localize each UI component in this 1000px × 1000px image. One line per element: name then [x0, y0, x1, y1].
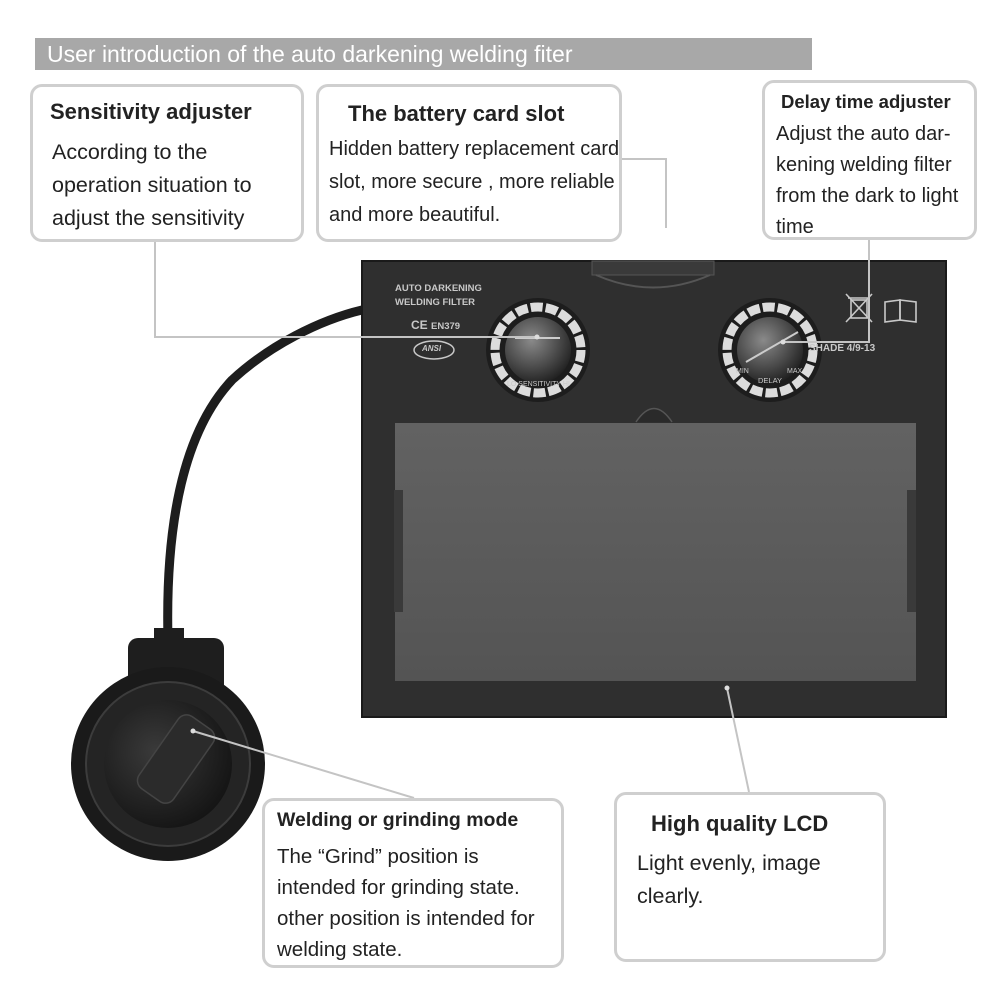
mode-leader	[192, 730, 415, 799]
lcd-leader	[726, 687, 750, 793]
ce-mark: CE	[411, 318, 428, 332]
ansi-label: ANSI	[422, 344, 442, 353]
battery-leader	[622, 158, 667, 228]
delay-knob	[718, 298, 822, 402]
filter-label-line1: AUTO DARKENING	[395, 283, 482, 294]
shade-label: SHADE 4/9-13	[809, 343, 876, 354]
delay-title: Delay time adjuster	[781, 91, 951, 112]
delay-callout: Delay time adjuster Adjust the auto dar-…	[762, 80, 977, 240]
sensitivity-title: Sensitivity adjuster	[50, 99, 252, 124]
header-bar: User introduction of the auto darkening …	[35, 38, 812, 70]
delay-max-label: MAX	[787, 368, 803, 375]
sensor-cable	[163, 305, 367, 645]
welding-mode-callout: Welding or grinding mode The “Grind” pos…	[262, 798, 564, 968]
delay-min-label: MIN	[736, 368, 749, 375]
filter-label-line2: WELDING FILTER	[395, 297, 476, 308]
leader-lines	[154, 158, 870, 799]
page-title: User introduction of the auto darkening …	[47, 41, 573, 67]
ansi-badge	[413, 340, 455, 360]
lcd-callout: High quality LCD Light evenly, image cle…	[614, 792, 886, 962]
lcd-screen	[395, 423, 916, 681]
delay-label: DELAY	[758, 376, 783, 385]
sensitivity-body: According to the operation situation to …	[52, 140, 252, 230]
manual-book-icon	[884, 299, 917, 323]
battery-body: Hidden battery replacement card slot, mo…	[329, 138, 620, 226]
welding-mode-body: The “Grind” position is intended for gri…	[277, 845, 535, 961]
cert-label: EN379	[431, 321, 461, 332]
mode-switch-sensor	[71, 628, 265, 861]
sensitivity-leader	[154, 242, 537, 338]
delay-body: Adjust the auto dar-kening welding filte…	[776, 123, 959, 238]
delay-leader	[783, 240, 870, 343]
battery-title: The battery card slot	[348, 101, 565, 126]
sensitivity-knob-text: LO SENSITIVITY HI	[507, 381, 570, 388]
battery-callout: The battery card slot Hidden battery rep…	[316, 84, 622, 242]
welding-mode-title: Welding or grinding mode	[277, 809, 519, 831]
battery-slot	[591, 260, 715, 276]
sensitivity-callout: Sensitivity adjuster According to the op…	[30, 84, 304, 242]
sensitivity-knob	[486, 298, 590, 402]
lcd-title: High quality LCD	[651, 811, 829, 836]
lcd-body: Light evenly, image clearly.	[637, 851, 821, 908]
crossed-bin-icon	[845, 293, 873, 323]
